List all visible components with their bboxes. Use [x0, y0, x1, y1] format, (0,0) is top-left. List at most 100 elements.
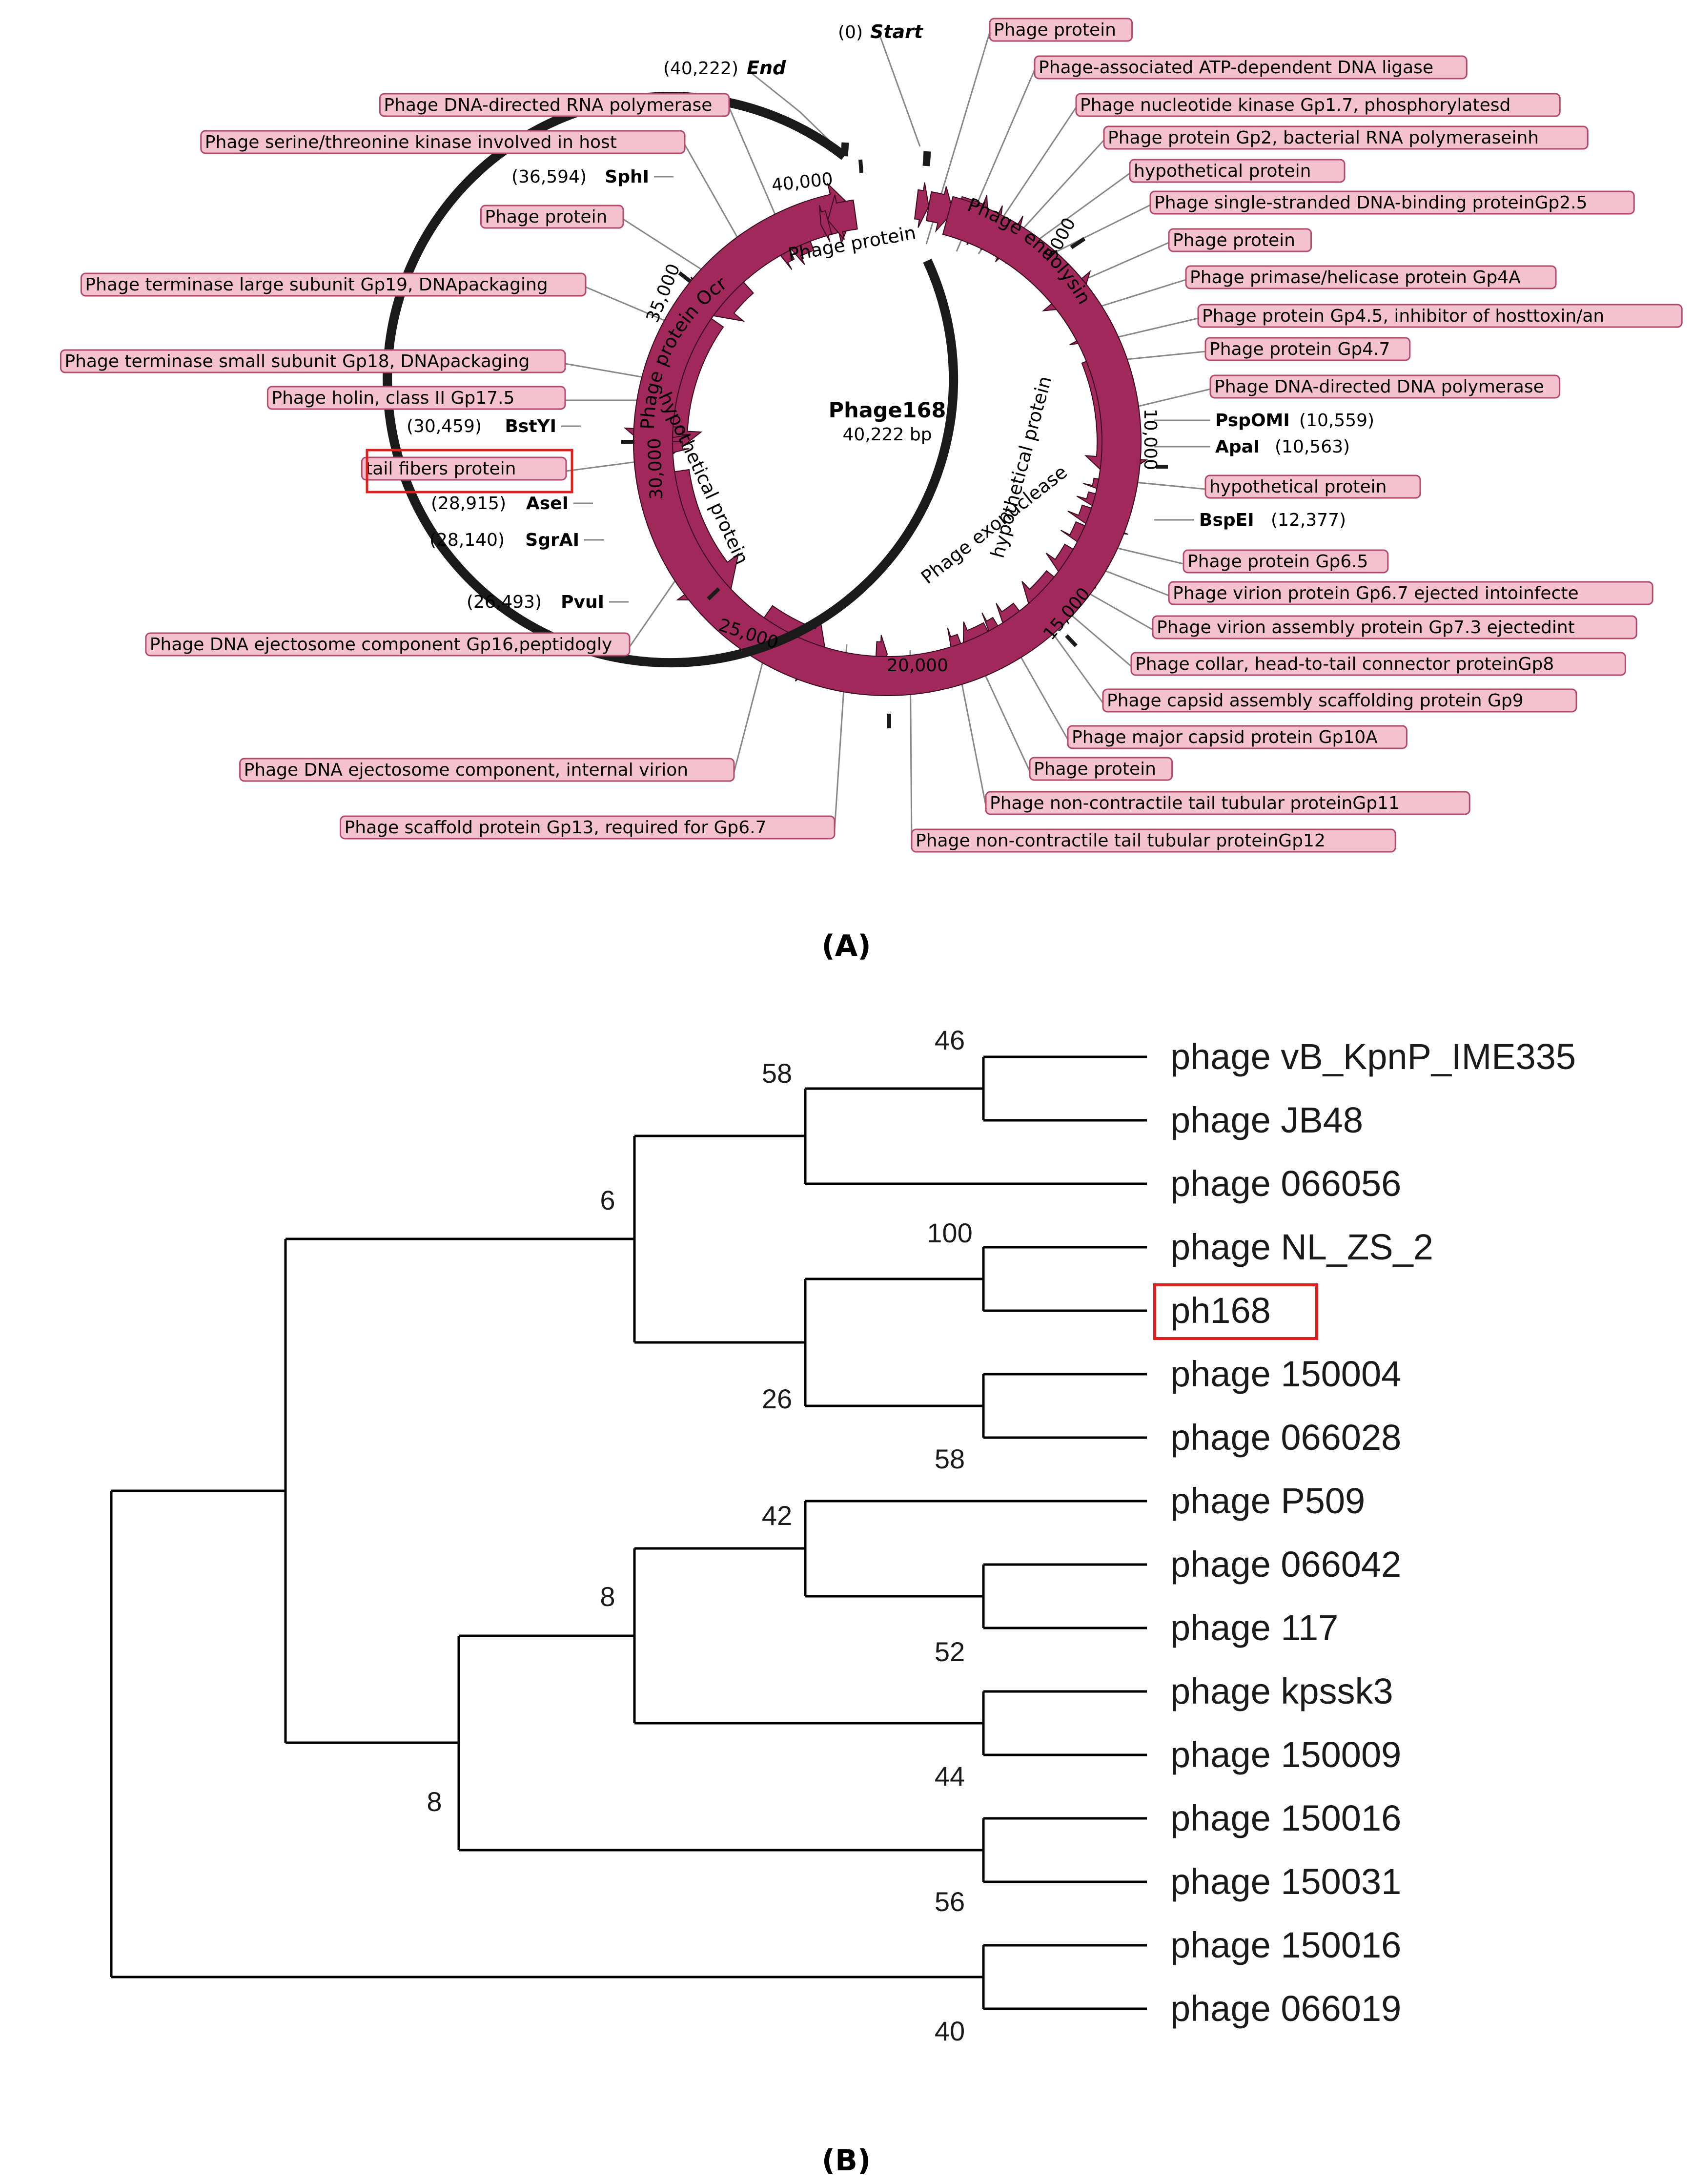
gene-arrow — [633, 182, 1142, 697]
tree-leaf-label: phage 066028 — [1170, 1417, 1401, 1458]
feature-label-left-5-box — [266, 386, 566, 410]
ring-tick — [858, 159, 863, 173]
feature-label-14: Phage virion assembly protein Gp7.3 ejec… — [1157, 618, 1575, 638]
feature-label-5-box — [1149, 190, 1635, 215]
bootstrap-value: 8 — [600, 1581, 615, 1612]
feature-label-left-9-box — [340, 815, 836, 840]
tree-branch — [982, 1690, 1147, 1756]
start-marker: (0) Start — [838, 21, 924, 42]
leader-line — [629, 576, 679, 647]
site-name: SphI — [605, 167, 649, 187]
feature-label-14-box — [1152, 615, 1637, 639]
site-position: (26,493) — [467, 592, 542, 612]
ring-tick — [707, 587, 720, 600]
tree-leaf-label: phage 150004 — [1170, 1354, 1401, 1394]
tree-branch — [982, 1373, 1147, 1439]
bootstrap-value: 46 — [935, 1025, 965, 1055]
feature-label-left-5: Phage holin, class II Gp17.5 — [271, 388, 514, 408]
site-position: (12,377) — [1271, 510, 1346, 530]
tree-leaf-label: phage 117 — [1170, 1607, 1338, 1648]
ring-tick-label: 10,000 — [1140, 409, 1160, 470]
feature-label-9-box — [1204, 337, 1411, 361]
feature-label-4: hypothetical protein — [1134, 161, 1311, 181]
feature-label-4-box — [1129, 159, 1346, 183]
feature-label-8: Phage protein Gp4.5, inhibitor of hostto… — [1202, 306, 1604, 326]
gene-arrow — [827, 195, 858, 240]
tree-leaf-label: ph168 — [1170, 1290, 1271, 1331]
feature-label-10: Phage DNA-directed DNA polymerase — [1214, 377, 1544, 397]
feature-label-15-box — [1130, 652, 1626, 676]
tree-branch — [457, 1634, 983, 1852]
feature-label-left-6: tail fibers protein — [366, 459, 516, 479]
tree-branch — [982, 1944, 1147, 2010]
end-position: (40,222) — [663, 59, 738, 79]
tree-leaf-label: phage kpssk3 — [1170, 1671, 1393, 1711]
tree-branch — [982, 1563, 1147, 1629]
tree-branch — [633, 1547, 983, 1725]
tree-leaf-label: phage P509 — [1170, 1481, 1365, 1521]
tree-branch — [804, 1277, 983, 1407]
inner-label-exonuclease: Phage exonuclease — [917, 461, 1071, 588]
feature-label-0: Phage protein — [994, 20, 1116, 40]
site-position: (30,459) — [407, 416, 482, 436]
tree-leaf-label: phage 150016 — [1170, 1925, 1401, 1965]
feature-label-11-box — [1204, 474, 1421, 499]
feature-label-0-box — [989, 18, 1133, 42]
gene-arrow — [914, 182, 930, 228]
tree-leaf-label: phage 150016 — [1170, 1798, 1401, 1838]
ring-break-left — [840, 142, 849, 157]
tree-branch — [804, 1500, 1147, 1598]
leader-line — [623, 218, 708, 274]
feature-label-13: Phage virion protein Gp6.7 ejected intoi… — [1173, 583, 1579, 603]
leader-line — [585, 286, 669, 323]
tree-leaf-label: phage 066042 — [1170, 1544, 1401, 1585]
feature-label-5: Phage single-stranded DNA-binding protei… — [1154, 193, 1588, 213]
tree-branch — [982, 1055, 1147, 1122]
feature-label-left-0: Phage DNA-directed RNA polymerase — [384, 95, 712, 115]
feature-label-1-box — [1034, 55, 1468, 80]
feature-label-left-7-box — [145, 632, 631, 657]
feature-label-left-8: Phage DNA ejectosome component, internal… — [244, 760, 689, 780]
bootstrap-value: 6 — [600, 1185, 615, 1216]
ring-tick — [1070, 237, 1086, 249]
ring-tick-label: 30,000 — [645, 438, 667, 500]
feature-label-8-box — [1197, 304, 1683, 328]
site-position: (10,559) — [1299, 411, 1374, 431]
tree-branches — [110, 1055, 1147, 2010]
feature-label-18-box — [1029, 757, 1173, 781]
feature-label-17-box — [1067, 725, 1407, 749]
tree-branch — [982, 1246, 1147, 1312]
site-name: ApaI — [1215, 437, 1260, 457]
panel-a-label: (A) — [821, 929, 871, 963]
gene-arrows — [623, 182, 1148, 697]
bootstrap-value: 58 — [762, 1058, 792, 1089]
bootstrap-value: 8 — [427, 1786, 442, 1817]
restriction-sites: PspOMI(10,559)ApaI(10,563)BspEI(12,377)S… — [407, 167, 1374, 612]
feature-label-left-0-box — [379, 93, 730, 117]
site-name: BspEI — [1199, 510, 1254, 530]
end-label: End — [747, 57, 786, 79]
site-name: AseI — [526, 494, 569, 514]
feature-label-10-box — [1209, 374, 1561, 399]
bootstrap-value: 100 — [927, 1217, 972, 1248]
site-name: BstYI — [505, 416, 556, 436]
feature-label-left-1: Phage serine/threonine kinase involved i… — [205, 132, 617, 152]
bootstrap-value: 26 — [762, 1383, 792, 1414]
feature-label-left-3: Phage terminase large subunit Gp19, DNAp… — [85, 275, 548, 295]
feature-label-left-6-box — [361, 456, 567, 481]
feature-label-11: hypothetical protein — [1209, 477, 1387, 497]
ring-tick-label: 20,000 — [887, 656, 948, 676]
highlight-box-ph168 — [1153, 1283, 1318, 1340]
feature-label-2-box — [1075, 93, 1561, 117]
feature-label-16: Phage capsid assembly scaffolding protei… — [1107, 691, 1524, 711]
start-label: Start — [870, 21, 924, 42]
genome-name: Phage168 — [829, 398, 946, 423]
ring-break-right — [922, 151, 931, 166]
feature-label-left-1-box — [200, 130, 686, 154]
site-name: SgrAI — [525, 530, 579, 550]
bootstrap-value: 56 — [935, 1886, 965, 1917]
tree-leaf-label: phage vB_KpnP_IME335 — [1170, 1036, 1576, 1077]
